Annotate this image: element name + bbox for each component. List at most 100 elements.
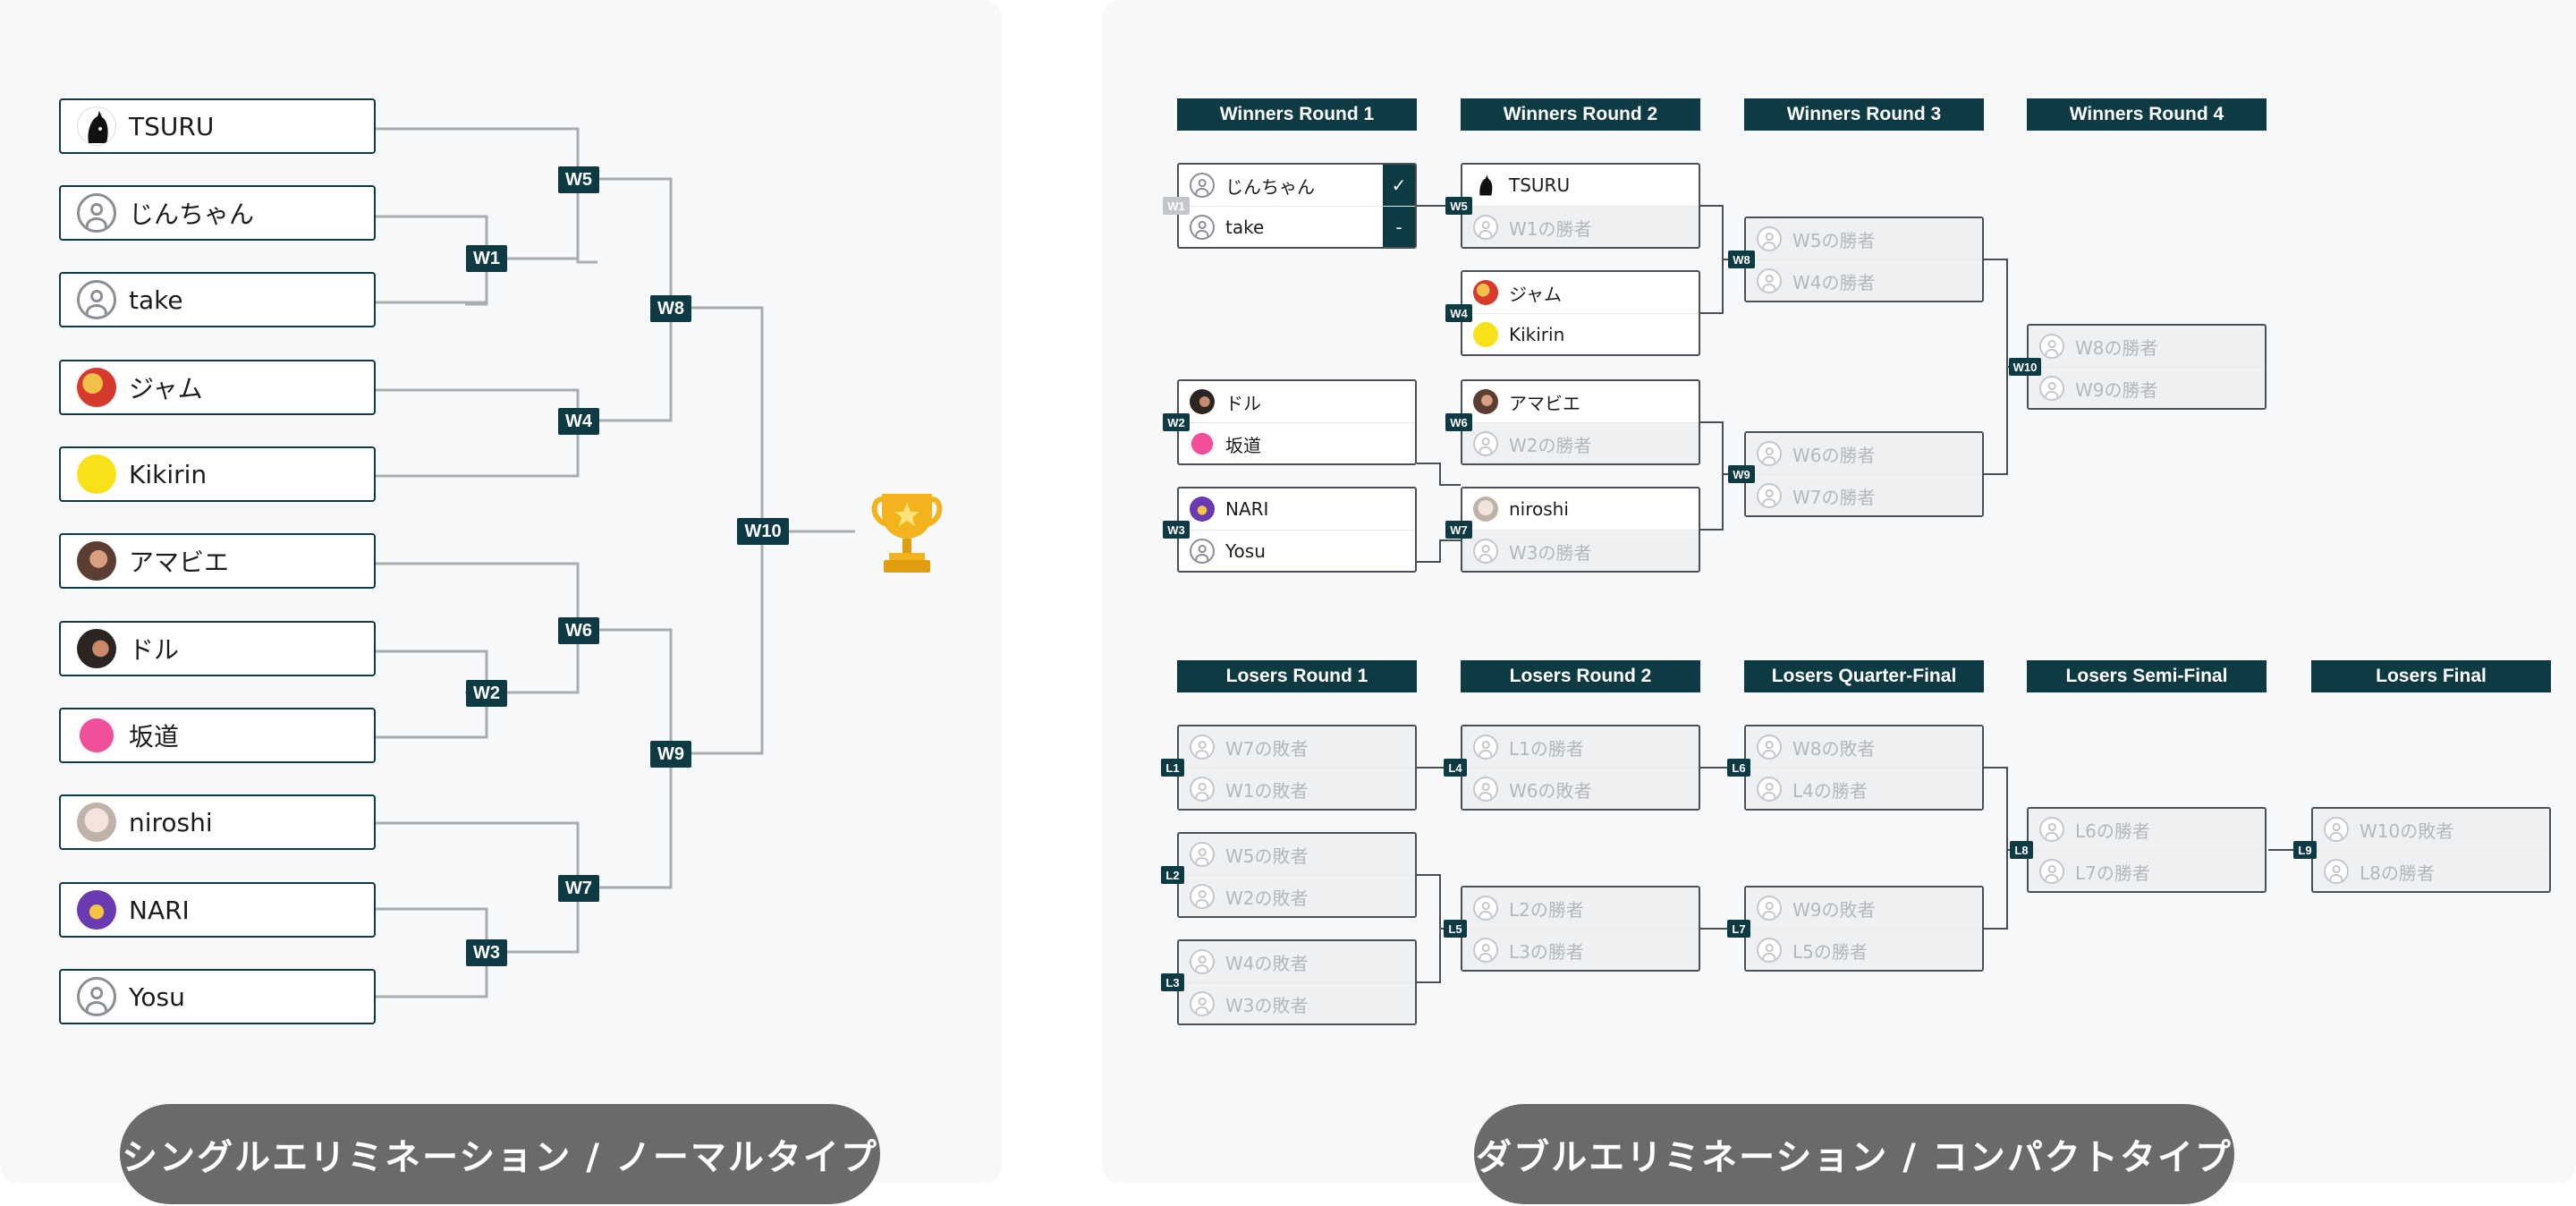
match-l7[interactable]: W9の敗者 L5の勝者 xyxy=(1744,886,1984,972)
match-slot-top[interactable]: ドル xyxy=(1179,381,1415,422)
match-tag-l2[interactable]: L2 xyxy=(1161,866,1184,884)
match-slot-top[interactable]: じんちゃん ✓ xyxy=(1179,165,1415,206)
match-w1[interactable]: じんちゃん ✓ take - xyxy=(1177,163,1417,249)
match-l6[interactable]: W8の敗者 L4の勝者 xyxy=(1744,725,1984,811)
match-tag-w9[interactable]: W9 xyxy=(1728,465,1755,483)
match-slot-top[interactable]: W9の敗者 xyxy=(1746,888,1982,929)
match-tag-w2[interactable]: W2 xyxy=(1163,413,1190,431)
match-tag-w10[interactable]: W10 xyxy=(737,518,789,545)
match-slot-bottom[interactable]: Kikirin xyxy=(1462,313,1699,354)
match-l5[interactable]: L2の勝者 L3の勝者 xyxy=(1461,886,1700,972)
match-l3[interactable]: W4の敗者 W3の敗者 xyxy=(1177,939,1417,1025)
match-l2[interactable]: W5の敗者 W2の敗者 xyxy=(1177,832,1417,918)
match-slot-bottom[interactable]: W2の勝者 xyxy=(1462,422,1699,463)
match-tag-w10[interactable]: W10 xyxy=(2009,358,2041,376)
match-w9[interactable]: W6の勝者 W7の勝者 xyxy=(1744,431,1984,517)
match-slot-bottom[interactable]: W2の敗者 xyxy=(1179,875,1415,916)
match-tag-w1[interactable]: W1 xyxy=(1163,197,1190,215)
match-tag-w3[interactable]: W3 xyxy=(1163,521,1190,539)
match-slot-bottom[interactable]: W4の勝者 xyxy=(1746,259,1982,301)
match-slot-bottom[interactable]: L8の勝者 xyxy=(2313,850,2549,891)
player-box-nari[interactable]: NARI xyxy=(59,882,376,938)
match-slot-top[interactable]: W6の勝者 xyxy=(1746,433,1982,474)
match-tag-l6[interactable]: L6 xyxy=(1727,759,1750,777)
match-slot-bottom[interactable]: W1の敗者 xyxy=(1179,768,1415,809)
match-slot-bottom[interactable]: W1の勝者 xyxy=(1462,206,1699,247)
match-slot-top[interactable]: アマビエ xyxy=(1462,381,1699,422)
player-box-niroshi[interactable]: niroshi xyxy=(59,794,376,850)
match-l4[interactable]: L1の勝者 W6の敗者 xyxy=(1461,725,1700,811)
match-tag-w8[interactable]: W8 xyxy=(1728,251,1755,268)
match-tag-l4[interactable]: L4 xyxy=(1444,759,1467,777)
match-tag-l5[interactable]: L5 xyxy=(1444,920,1467,938)
match-tag-l8[interactable]: L8 xyxy=(2010,841,2033,859)
placeholder-name: L6の勝者 xyxy=(2075,820,2150,842)
match-tag-w6[interactable]: W6 xyxy=(558,617,599,644)
match-slot-bottom[interactable]: W6の敗者 xyxy=(1462,768,1699,809)
match-tag-w5[interactable]: W5 xyxy=(1445,197,1472,215)
match-slot-top[interactable]: L1の勝者 xyxy=(1462,726,1699,768)
match-slot-top[interactable]: W4の敗者 xyxy=(1179,941,1415,982)
match-tag-l9[interactable]: L9 xyxy=(2293,841,2317,859)
player-box-take[interactable]: take xyxy=(59,272,376,327)
match-slot-top[interactable]: ジャム xyxy=(1462,272,1699,313)
match-tag-l1[interactable]: L1 xyxy=(1161,759,1184,777)
match-slot-top[interactable]: NARI xyxy=(1179,488,1415,530)
match-slot-bottom[interactable]: Yosu xyxy=(1179,530,1415,571)
match-tag-w4[interactable]: W4 xyxy=(558,408,599,435)
match-slot-top[interactable]: L2の勝者 xyxy=(1462,888,1699,929)
match-tag-w5[interactable]: W5 xyxy=(558,166,599,193)
match-tag-w7[interactable]: W7 xyxy=(1445,521,1472,539)
match-w8[interactable]: W5の勝者 W4の勝者 xyxy=(1744,217,1984,302)
default-user-icon xyxy=(77,193,116,233)
match-w5[interactable]: TSURU W1の勝者 xyxy=(1461,163,1700,249)
match-slot-bottom[interactable]: take - xyxy=(1179,206,1415,247)
match-l1[interactable]: W7の敗者 W1の敗者 xyxy=(1177,725,1417,811)
match-tag-w3[interactable]: W3 xyxy=(466,939,507,966)
match-slot-bottom[interactable]: W7の勝者 xyxy=(1746,474,1982,515)
match-slot-top[interactable]: L6の勝者 xyxy=(2029,809,2265,850)
match-tag-w2[interactable]: W2 xyxy=(466,680,507,707)
match-l8[interactable]: L6の勝者 L7の勝者 xyxy=(2027,807,2267,893)
match-tag-w4[interactable]: W4 xyxy=(1445,304,1472,322)
player-box-jinchan[interactable]: じんちゃん xyxy=(59,185,376,241)
match-w4[interactable]: ジャム Kikirin xyxy=(1461,270,1700,356)
player-box-kikirin[interactable]: Kikirin xyxy=(59,446,376,502)
match-w6[interactable]: アマビエ W2の勝者 xyxy=(1461,379,1700,465)
match-slot-top[interactable]: W8の敗者 xyxy=(1746,726,1982,768)
match-slot-top[interactable]: W5の敗者 xyxy=(1179,834,1415,875)
match-slot-top[interactable]: niroshi xyxy=(1462,488,1699,530)
match-w10[interactable]: W8の勝者 W9の勝者 xyxy=(2027,324,2267,410)
match-slot-top[interactable]: W5の勝者 xyxy=(1746,218,1982,259)
match-slot-bottom[interactable]: L3の勝者 xyxy=(1462,929,1699,970)
match-w7[interactable]: niroshi W3の勝者 xyxy=(1461,487,1700,573)
player-box-doru[interactable]: ドル xyxy=(59,621,376,676)
player-box-jam[interactable]: ジャム xyxy=(59,360,376,415)
match-w2[interactable]: ドル 坂道 xyxy=(1177,379,1417,465)
match-slot-top[interactable]: W10の敗者 xyxy=(2313,809,2549,850)
match-slot-top[interactable]: TSURU xyxy=(1462,165,1699,206)
match-tag-l3[interactable]: L3 xyxy=(1161,973,1184,991)
match-slot-bottom[interactable]: L4の勝者 xyxy=(1746,768,1982,809)
match-tag-w1[interactable]: W1 xyxy=(466,245,507,272)
player-box-tsuru[interactable]: TSURU xyxy=(59,98,376,154)
match-slot-bottom[interactable]: W9の勝者 xyxy=(2029,367,2265,408)
match-slot-bottom[interactable]: L7の勝者 xyxy=(2029,850,2265,891)
match-tag-w6[interactable]: W6 xyxy=(1445,413,1472,431)
match-slot-bottom[interactable]: 坂道 xyxy=(1179,422,1415,463)
match-slot-bottom[interactable]: L5の勝者 xyxy=(1746,929,1982,970)
match-slot-top[interactable]: W8の勝者 xyxy=(2029,326,2265,367)
match-slot-bottom[interactable]: W3の敗者 xyxy=(1179,982,1415,1023)
match-tag-w9[interactable]: W9 xyxy=(650,741,691,768)
match-slot-top[interactable]: W7の敗者 xyxy=(1179,726,1415,768)
player-box-yosu[interactable]: Yosu xyxy=(59,969,376,1024)
player-box-amabie[interactable]: アマビエ xyxy=(59,533,376,589)
match-w3[interactable]: NARI Yosu xyxy=(1177,487,1417,573)
match-l9[interactable]: W10の敗者 L8の勝者 xyxy=(2311,807,2551,893)
player-box-sakamichi[interactable]: 坂道 xyxy=(59,708,376,763)
losers-round-2-header: Losers Round 2 xyxy=(1461,660,1700,692)
match-slot-bottom[interactable]: W3の勝者 xyxy=(1462,530,1699,571)
match-tag-w7[interactable]: W7 xyxy=(558,875,599,902)
match-tag-l7[interactable]: L7 xyxy=(1727,920,1750,938)
match-tag-w8[interactable]: W8 xyxy=(650,295,691,322)
